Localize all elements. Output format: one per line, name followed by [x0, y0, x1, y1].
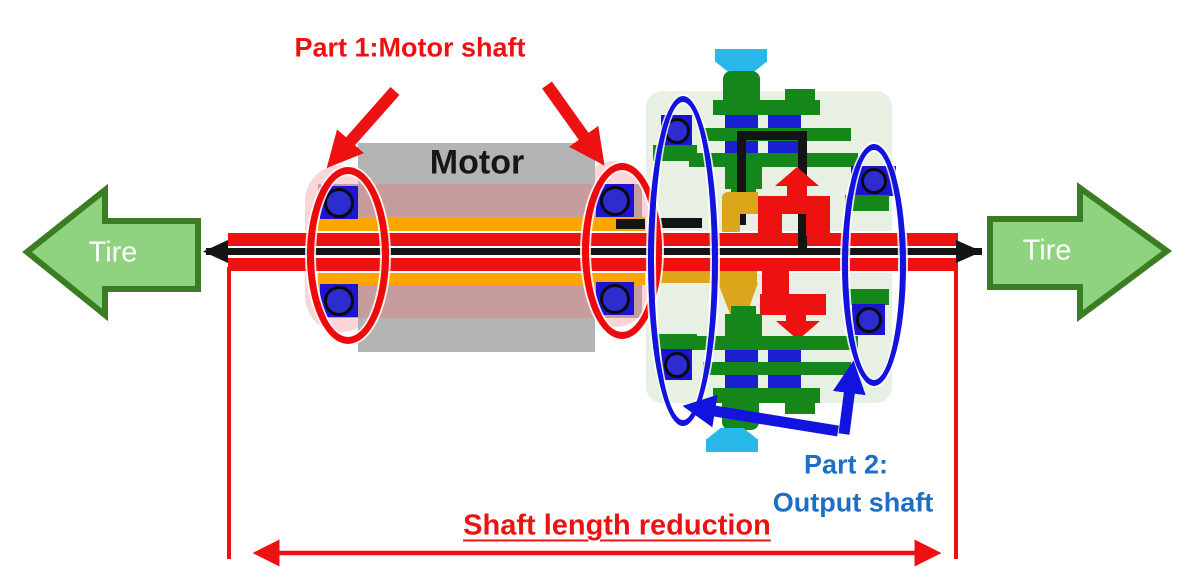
red-flow-stem-top [787, 184, 807, 198]
red-flow-bar-top [758, 196, 830, 214]
gear-tooth [725, 375, 758, 388]
red-flow-stem-bottom [786, 313, 806, 323]
gear-foot [731, 306, 756, 315]
gear-tooth [768, 115, 801, 128]
linkage-bar-top [737, 131, 807, 140]
motor-label: Motor [429, 143, 525, 182]
tire-arrow-right [987, 182, 1173, 322]
gear-tooth [768, 141, 801, 153]
red-flow-drop-right [806, 212, 830, 236]
dimension-label: Shaft length reduction [463, 509, 771, 542]
gear-stem-bottom [722, 399, 759, 430]
output-shaft-ellipse-right [842, 144, 906, 386]
part2-label-line2: Output shaft [772, 487, 934, 518]
gear-tooth [768, 375, 801, 388]
tire-label-right: Tire [1022, 234, 1072, 267]
winding-band-top [318, 217, 645, 232]
linkage-leg-left [737, 131, 746, 225]
gear-tooth [768, 350, 801, 362]
part2-label-line1: Part 2: [803, 449, 889, 480]
motor-shaft-ellipse-left [307, 167, 389, 344]
tire-label-left: Tire [88, 236, 138, 269]
dimension-line-right [954, 267, 958, 559]
shaft-arrowhead-left-icon [203, 240, 228, 263]
gear-bump [785, 401, 815, 414]
gold-link-top [722, 192, 758, 214]
gear-bar [703, 362, 851, 375]
gear-tooth [725, 350, 758, 362]
gear-input-coupling-top [715, 49, 767, 73]
gear-bar [689, 153, 858, 167]
gear-output-coupling-bottom [706, 428, 758, 452]
shaft-arrowhead-right-icon [956, 240, 982, 263]
part1-label: Part 1:Motor shaft [294, 32, 526, 63]
gear-stem-top [723, 71, 760, 102]
motor-housing-bottom [358, 316, 595, 352]
output-shaft-ellipse-left [648, 96, 718, 426]
gold-link-top-leg [722, 212, 740, 232]
red-flow-drop-left [758, 212, 782, 236]
gear-bump [785, 89, 815, 102]
part1-arrow-right [542, 81, 605, 166]
gear-stem [725, 314, 762, 336]
gear-tooth [725, 115, 758, 128]
red-flow-riser-bottom [762, 266, 789, 297]
dimension-line-left [227, 267, 231, 559]
gear-bar [713, 100, 820, 115]
red-flow-bar-bottom [760, 294, 826, 315]
winding-band-bottom [318, 270, 645, 285]
gear-bar [689, 336, 858, 350]
